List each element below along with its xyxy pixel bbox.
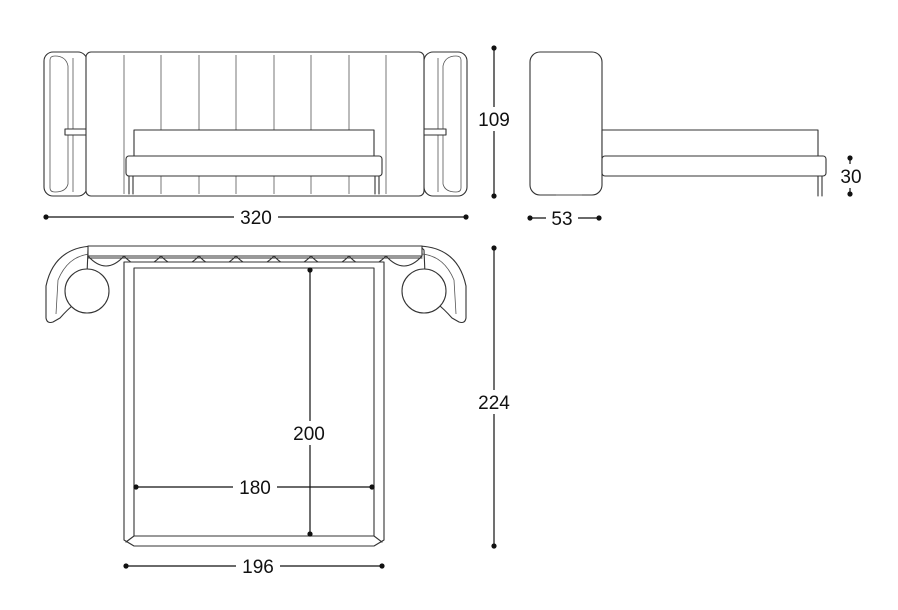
dim-mattress-width-label: 180 [239, 478, 271, 499]
side-headboard [529, 51, 603, 196]
dim-mattress-width: 180 [133, 476, 375, 499]
dim-side-frame-height-label: 30 [840, 167, 861, 188]
dim-bed-width-label: 196 [242, 557, 274, 578]
plan-view: 200 180 196 224 [45, 245, 516, 578]
plan-right-side-table [401, 245, 467, 324]
dim-side-depth: 53 [527, 207, 602, 230]
front-view: 320 109 [43, 45, 516, 229]
dim-mattress-length-label: 200 [293, 424, 325, 445]
dim-front-height: 109 [474, 45, 516, 199]
dim-plan-length-label: 224 [478, 393, 510, 414]
dim-front-width: 320 [43, 206, 469, 229]
dim-front-width-label: 320 [240, 208, 272, 229]
dim-plan-length: 224 [472, 245, 516, 549]
dim-mattress-length: 200 [287, 267, 331, 537]
dim-front-height-label: 109 [478, 110, 510, 131]
dim-side-frame-height: 30 [838, 155, 864, 197]
dim-bed-width: 196 [123, 555, 385, 578]
dim-side-depth-label: 53 [551, 209, 572, 230]
side-mattress-frame [601, 129, 827, 197]
front-mattress [125, 129, 383, 195]
plan-left-side-table [45, 245, 110, 324]
side-view: 53 30 [527, 51, 864, 230]
